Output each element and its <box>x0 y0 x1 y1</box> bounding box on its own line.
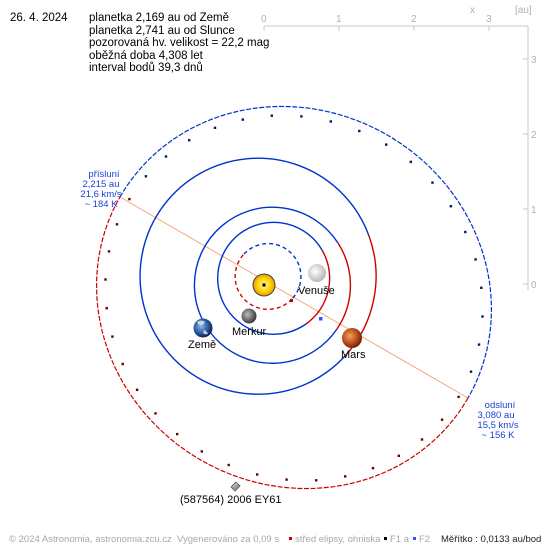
orbit-point <box>176 432 179 436</box>
orbit-point <box>270 114 273 117</box>
f1-legend-swatch <box>384 537 387 540</box>
observation-date: 26. 4. 2024 <box>10 12 68 24</box>
y-axis-ticks: 3 2 1 0 <box>523 55 537 291</box>
asteroid-info: planetka 2,169 au od Země planetka 2,741… <box>89 12 269 75</box>
orbit-point <box>121 362 124 366</box>
orbit-point <box>480 286 483 289</box>
orbit-point <box>154 412 157 415</box>
orbit-point <box>474 258 477 261</box>
perihelion-speed: 21,6 km/s <box>80 189 121 200</box>
x-tick-label: 3 <box>486 14 492 25</box>
footer-scale-text: Měřítko : 0,0133 au/bod <box>441 534 542 545</box>
perihelion-temperature: ~ 184 K <box>84 199 118 210</box>
orbit-point <box>188 139 191 142</box>
mars-icon <box>342 328 362 348</box>
info-line-magnitude: pozorovaná hv. velikost = 22,2 mag <box>89 37 270 49</box>
perihelion-info: přísluní 2,215 au 21,6 km/s ~ 184 K <box>80 169 121 210</box>
x-axis-label: x <box>470 5 475 16</box>
venus-orbit <box>216 221 331 335</box>
aphelion-temperature: ~ 156 K <box>481 430 515 441</box>
asteroid-orbit <box>96 105 492 490</box>
y-tick-label: 3 <box>531 55 537 66</box>
footer-scale: Měřítko : 0,0133 au/bod <box>441 534 541 545</box>
earth-label: Země <box>188 339 216 351</box>
mercury-icon <box>241 308 257 324</box>
y-tick-label: 0 <box>531 280 537 291</box>
asteroid-orbit-points <box>104 114 484 482</box>
orbit-point <box>440 418 444 421</box>
orbit-point <box>227 463 230 467</box>
orbit-point <box>358 129 361 133</box>
ellipse-center-marker <box>290 299 293 302</box>
orbit-point <box>431 181 434 184</box>
asteroid-label: (587564) 2006 EY61 <box>180 494 282 506</box>
orbit-point <box>329 120 332 123</box>
mercury-orbit <box>234 242 302 311</box>
orbit-point <box>457 395 460 399</box>
footer-generated: Vygenerováno za 0,09 s <box>177 534 280 545</box>
asteroid-icon <box>230 481 241 492</box>
aphelion-speed: 15,5 km/s <box>477 420 518 431</box>
orbit-point <box>300 115 303 118</box>
orbit-point <box>409 160 412 164</box>
footer-copyright[interactable]: © 2024 Astronomia, astronomia.zcu.cz <box>9 534 172 545</box>
sun-icon <box>252 273 276 297</box>
orbit-point <box>105 307 108 310</box>
mercury-label: Merkur <box>232 326 267 338</box>
info-line-sun-distance: planetka 2,741 au od Slunce <box>89 24 235 37</box>
orbit-point <box>481 315 484 318</box>
f2-legend-swatch <box>413 537 416 540</box>
x-axis-ticks: 0 1 2 3 <box>261 14 492 31</box>
orbit-point <box>111 335 114 338</box>
x-tick-label: 0 <box>261 14 267 25</box>
footer-legend-f1: F1 a <box>390 534 410 545</box>
orbit-point <box>420 438 424 441</box>
orbit-point <box>135 388 139 391</box>
orbit-point <box>213 126 217 129</box>
y-tick-label: 2 <box>531 130 537 141</box>
orbit-point <box>344 475 347 478</box>
orbit-point <box>371 467 375 470</box>
info-line-period: oběžná doba 4,308 let <box>89 49 203 62</box>
orbit-point <box>107 250 111 253</box>
orbit-point <box>385 143 388 146</box>
orbit-point <box>469 370 473 373</box>
orbit-point <box>115 223 119 226</box>
center-legend-swatch <box>289 537 292 540</box>
y-tick-label: 1 <box>531 205 537 216</box>
footer-legend-f2: F2 <box>419 534 431 545</box>
orbit-point <box>449 205 453 208</box>
orbit-point <box>144 175 148 178</box>
info-line-interval: interval bodů 39,3 dnů <box>89 62 203 74</box>
unit-label: [au] <box>515 5 532 16</box>
venus-label: Venuše <box>298 285 335 297</box>
earth-orbit <box>193 206 352 364</box>
orbit-point <box>164 155 168 158</box>
footer-legend-center: střed elipsy, ohniska <box>295 534 381 545</box>
x-tick-label: 1 <box>336 14 342 25</box>
orbit-point <box>241 118 244 121</box>
x-tick-label: 2 <box>411 14 417 25</box>
orbit-point <box>464 230 467 234</box>
perihelion-title: přísluní <box>88 169 120 180</box>
perihelion-distance: 2,215 au <box>83 179 120 190</box>
orbit-point <box>104 278 107 281</box>
orbit-point <box>200 450 203 453</box>
orbit-point <box>256 473 259 476</box>
info-line-earth-distance: planetka 2,169 au od Země <box>89 12 230 24</box>
aphelion-title: odsluní <box>485 400 516 411</box>
earth-icon <box>193 318 213 338</box>
aphelion-info: odsluní 3,080 au 15,5 km/s ~ 156 K <box>477 400 518 441</box>
mars-label: Mars <box>341 349 366 361</box>
venus-icon <box>308 264 326 282</box>
orbit-point <box>397 454 400 457</box>
aphelion-distance: 3,080 au <box>478 410 515 421</box>
focus-f2-marker <box>319 317 323 321</box>
orbit-point <box>315 479 318 482</box>
orbit-point <box>128 197 131 201</box>
orbit-point <box>285 478 288 481</box>
orbit-point <box>477 343 481 346</box>
